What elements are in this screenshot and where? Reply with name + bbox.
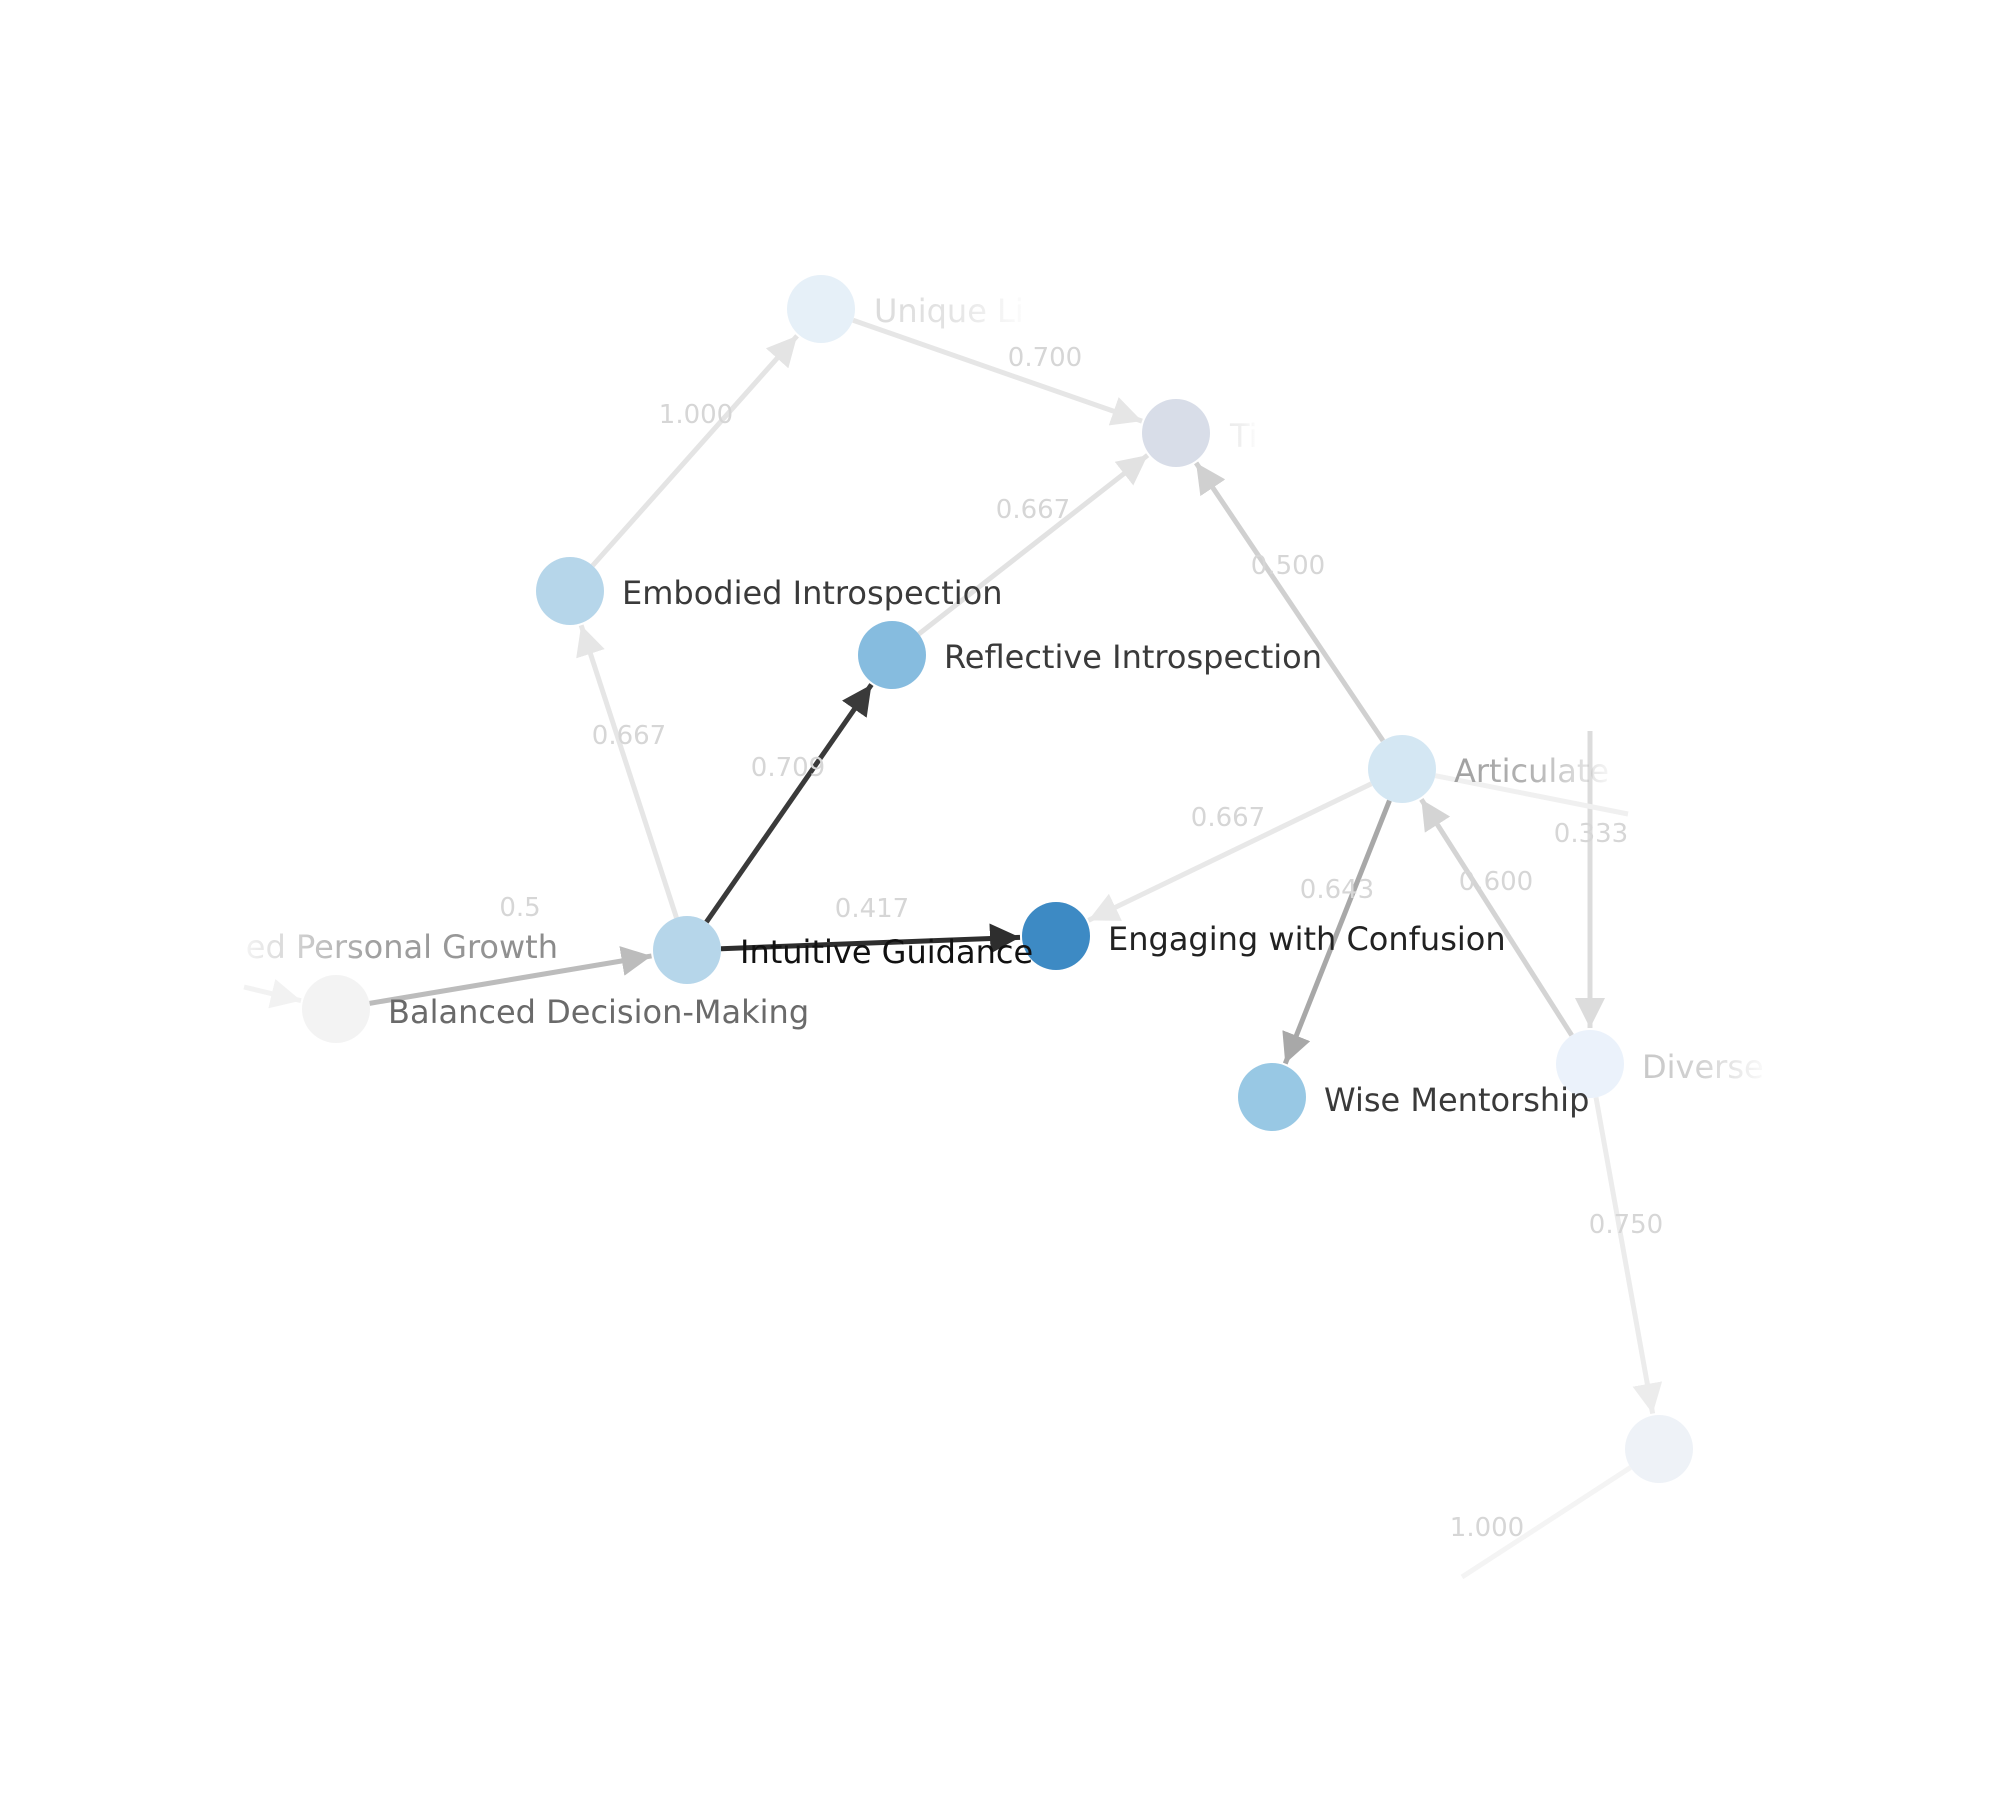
node-bottom[interactable] <box>1625 1415 1693 1483</box>
edge-balanced-intuitive <box>369 946 652 1006</box>
edge-weight-label: 0.643 <box>1300 875 1374 905</box>
edges-layer <box>243 317 1663 1580</box>
edge-reflective-ti <box>917 453 1150 637</box>
edge-diverse-articulate <box>1419 798 1574 1037</box>
edge-labels-layer: 1.000 0.700 0.667 0.500 0.667 0.709 0.417 0.5 0.… <box>499 343 1663 1543</box>
edge-embodied-unique <box>590 334 799 568</box>
node-balanced[interactable] <box>302 975 370 1043</box>
edge-weight-label: 0.667 <box>996 495 1070 525</box>
edge-weight-label: 0.750 <box>1589 1210 1663 1240</box>
node-label-intuitive: Intuitive Guidance <box>740 933 1033 971</box>
node-label-diverse: Diverse <box>1642 1048 1764 1086</box>
edge-weight-label: 0.667 <box>1191 803 1265 833</box>
node-label-growth: ed Personal Growth <box>246 928 558 966</box>
node-diverse[interactable] <box>1556 1030 1624 1098</box>
edge-weight-label: 0.500 <box>1251 551 1325 581</box>
edge-weight-label: 0.417 <box>835 894 909 924</box>
edge-intuitive-embodied <box>576 624 679 919</box>
edge-weight-label: 0.600 <box>1459 867 1533 897</box>
nodes-layer <box>302 275 1693 1483</box>
node-label-wise: Wise Mentorship <box>1324 1081 1589 1119</box>
node-intuitive[interactable] <box>653 916 721 984</box>
edge-weight-label: 0.333 <box>1554 819 1628 849</box>
edge-weight-label: 0.700 <box>1008 343 1082 373</box>
node-label-embodied: Embodied Introspection <box>622 574 1003 612</box>
edge-weight-label: 0.709 <box>751 753 825 783</box>
edge-articulate-ti <box>1194 461 1386 743</box>
node-embodied[interactable] <box>536 557 604 625</box>
edge-intuitive-engaging <box>720 923 1021 954</box>
edge-intuitive-reflective <box>704 683 874 924</box>
node-ti[interactable] <box>1142 399 1210 467</box>
node-unique[interactable] <box>787 275 855 343</box>
edge-weight-label: 0.667 <box>592 721 666 751</box>
node-label-ti: Ti <box>1229 417 1257 455</box>
edge-diverse-bottom <box>1593 1097 1663 1415</box>
node-wise[interactable] <box>1238 1063 1306 1131</box>
node-label-reflective: Reflective Introspection <box>944 638 1322 676</box>
edge-weight-label: 0.5 <box>499 893 540 923</box>
node-label-engaging: Engaging with Confusion <box>1108 920 1506 958</box>
edge-articulate-offright <box>1434 773 1629 817</box>
node-engaging[interactable] <box>1022 902 1090 970</box>
edge-articulate-wise <box>1282 799 1392 1065</box>
edge-bottom-offbottom <box>1460 1465 1632 1580</box>
edge-weight-label: 1.000 <box>659 400 733 430</box>
node-reflective[interactable] <box>858 621 926 689</box>
node-articulate[interactable] <box>1368 735 1436 803</box>
edge-unique-ti <box>852 317 1143 426</box>
node-label-unique: Unique Li <box>874 292 1024 330</box>
edge-articulate-engaging <box>1087 781 1373 923</box>
edge-weight-label: 1.000 <box>1450 1513 1524 1543</box>
node-label-articulate: Articulate <box>1454 752 1609 790</box>
edge-offleft-balanced <box>243 979 302 1009</box>
node-label-balanced: Balanced Decision-Making <box>388 993 809 1031</box>
